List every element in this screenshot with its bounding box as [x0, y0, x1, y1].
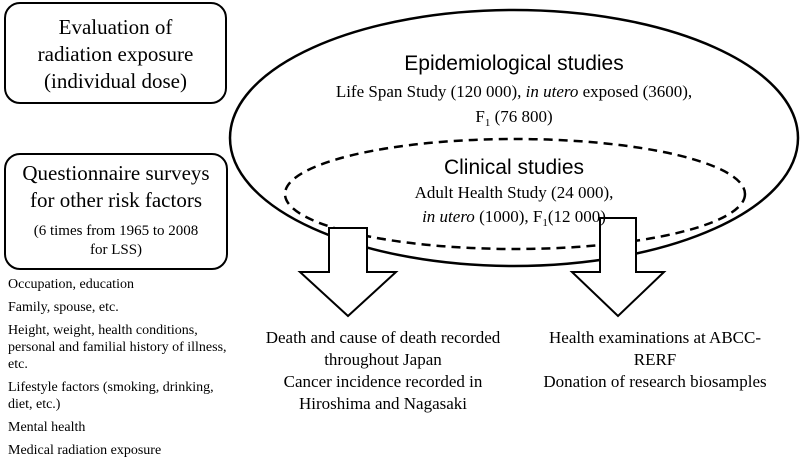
- clinical-italic: in utero: [422, 207, 475, 226]
- outcome-line: Hiroshima and Nagasaki: [298, 394, 468, 413]
- outcome-line: throughout Japan: [324, 350, 442, 369]
- risk-factor-item: Lifestyle factors (smoking, drinking, di…: [8, 380, 214, 412]
- risk-factor-item: Family, spouse, etc.: [8, 300, 119, 315]
- clinical-title: Clinical studies: [444, 156, 584, 179]
- risk-factor-item: Medical radiation exposure: [8, 443, 162, 458]
- dose-evaluation-line: Evaluation of: [58, 15, 173, 39]
- dose-evaluation-line: (individual dose): [44, 69, 187, 93]
- outcome-line: RERF: [633, 350, 677, 369]
- mortality-outcomes: Death and cause of death recorded throug…: [228, 327, 538, 415]
- risk-factor-item: Height, weight, health conditions, perso…: [8, 323, 227, 372]
- clinical-line-2: in utero (1000), F1(12 000): [422, 207, 606, 229]
- questionnaire-title-line: Questionnaire surveys: [22, 161, 210, 185]
- dose-evaluation-box: Evaluation of radiation exposure (indivi…: [4, 2, 227, 104]
- subscript: 1: [485, 117, 491, 129]
- epidemiological-text: Life Span Study (120 000),: [336, 82, 526, 101]
- questionnaire-box: Questionnaire surveys for other risk fac…: [4, 153, 228, 270]
- epidemiological-ellipse: [228, 8, 800, 268]
- clinical-outcomes: Health examinations at ABCC- RERF Donati…: [513, 327, 797, 393]
- outcome-line: Death and cause of death recorded: [265, 328, 501, 347]
- clinical-text: (12 000): [548, 207, 606, 226]
- outcome-line: Health examinations at ABCC-: [549, 328, 761, 347]
- epidemiological-italic: in utero: [526, 82, 579, 101]
- clinical-line-1: Adult Health Study (24 000),: [415, 183, 614, 202]
- questionnaire-note-line: for LSS): [89, 242, 143, 258]
- epidemiological-text: exposed (3600),: [578, 82, 692, 101]
- outcome-line: Donation of research biosamples: [543, 372, 767, 391]
- epidemiological-text: (76 800): [490, 107, 552, 126]
- risk-factor-list: Occupation, education Family, spouse, et…: [8, 276, 230, 465]
- down-arrow-icon: [297, 227, 399, 318]
- down-arrow-icon: [569, 217, 667, 318]
- epidemiological-text: F: [475, 107, 484, 126]
- outcome-line: Cancer incidence recorded in: [283, 372, 483, 391]
- epidemiological-line-1: Life Span Study (120 000), in utero expo…: [336, 82, 692, 101]
- questionnaire-title-line: for other risk factors: [29, 188, 203, 212]
- dose-evaluation-line: radiation exposure: [37, 42, 194, 66]
- risk-factor-item: Mental health: [8, 420, 86, 435]
- clinical-text: (1000), F: [475, 207, 543, 226]
- epidemiological-line-2: F1 (76 800): [475, 107, 552, 129]
- risk-factor-item: Occupation, education: [8, 277, 134, 292]
- epidemiological-title: Epidemiological studies: [404, 52, 623, 75]
- questionnaire-note-line: (6 times from 1965 to 2008: [33, 223, 199, 239]
- subscript: 1: [542, 217, 548, 229]
